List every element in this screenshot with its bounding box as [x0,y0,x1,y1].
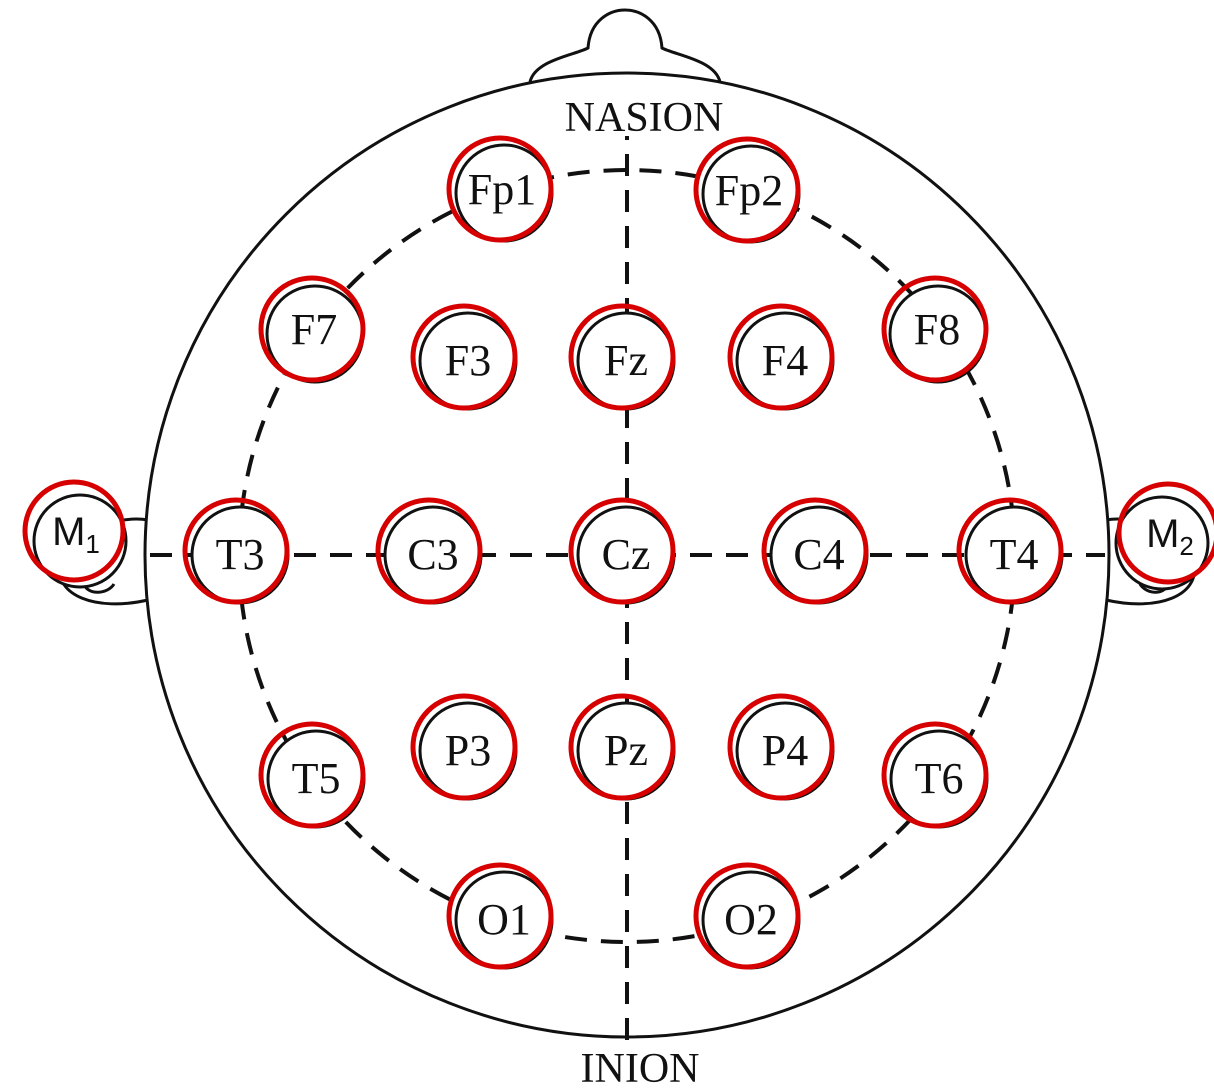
electrode-c4-label: C4 [793,530,844,579]
electrode-t4: T4 [959,500,1062,603]
electrode-p4-label: P4 [762,726,808,775]
electrode-fp2: Fp2 [696,139,799,242]
electrode-f7: F7 [261,278,363,382]
electrode-o2-label: O2 [724,895,778,944]
electrode-cz: Cz [571,500,674,603]
electrode-fp1: Fp1 [449,138,552,241]
electrode-pz: Pz [571,696,674,799]
electrode-fz-label: Fz [604,336,648,385]
electrode-f8-label: F8 [914,305,960,354]
electrode-f4-label: F4 [762,336,808,385]
electrode-fp1-label: Fp1 [468,165,536,214]
electrode-fz: Fz [571,306,674,409]
electrode-p3: P3 [413,696,516,799]
electrode-o1-label: O1 [477,895,531,944]
electrode-t6: T6 [884,724,987,827]
electrode-m1-letter: M [52,510,85,554]
electrode-m1: M1 [25,482,126,587]
electrode-t4-label: T4 [990,530,1039,579]
inion-label: INION [581,1046,700,1090]
electrode-f7-label: F7 [291,305,337,354]
nasion-label: NASION [565,95,724,141]
electrode-cz-label: Cz [602,530,651,579]
electrode-m2-letter: M [1146,512,1179,556]
electrode-f3: F3 [413,306,516,409]
electrode-t5: T5 [261,724,364,827]
electrode-p3-label: P3 [445,726,491,775]
electrode-p4: P4 [730,696,833,799]
electrode-m2-subscript: 2 [1179,531,1193,561]
electrode-t6-label: T6 [915,754,964,803]
electrode-t3: T3 [185,500,288,603]
electrode-m2: M2 [1116,484,1214,589]
electrode-fp2-label: Fp2 [715,166,783,215]
electrode-f8: F8 [884,278,986,382]
electrode-c3-label: C3 [407,530,458,579]
electrode-f4: F4 [730,306,833,409]
electrode-c3: C3 [378,500,481,603]
nose-outline [530,10,720,82]
electrode-o1: O1 [449,865,552,968]
electrode-c4: C4 [764,500,867,603]
electrode-o2: O2 [696,865,799,968]
electrode-pz-label: Pz [604,726,648,775]
electrode-f3-label: F3 [445,336,491,385]
electrode-t5-label: T5 [292,754,341,803]
electrode-m1-subscript: 1 [85,529,99,559]
electrode-t3-label: T3 [216,530,265,579]
